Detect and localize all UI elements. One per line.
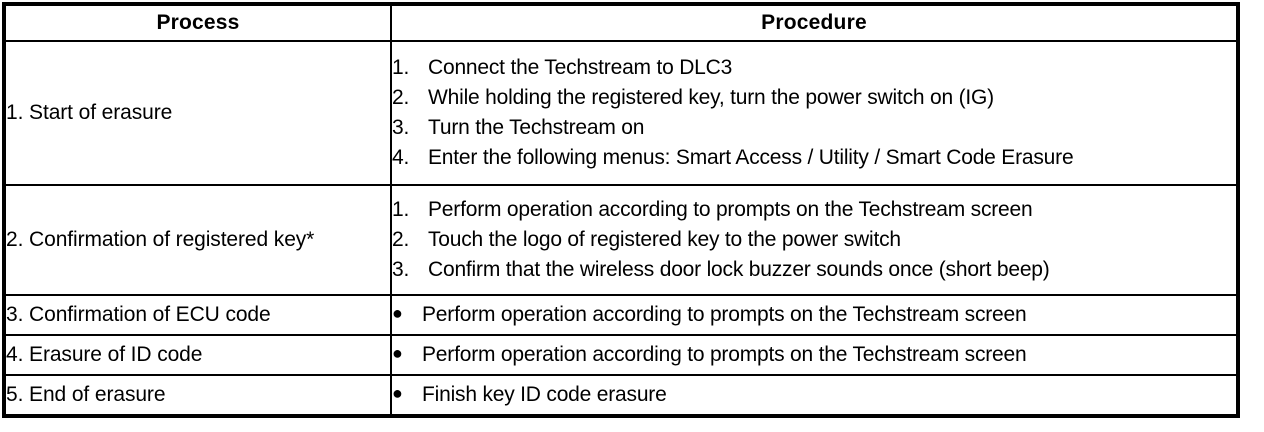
table-body: 1. Start of erasure 1. Connect the Techs…	[3, 40, 1239, 417]
process-cell: 1. Start of erasure	[3, 40, 392, 186]
step-text: Enter the following menus: Smart Access …	[428, 145, 1074, 169]
step-marker: 3.	[392, 257, 410, 281]
list-item: ● Perform operation according to prompts…	[392, 340, 1236, 370]
process-label: 3. Confirmation of ECU code	[6, 302, 271, 326]
procedure-cell: ● Perform operation according to prompts…	[390, 294, 1239, 336]
step-marker: 2.	[392, 228, 410, 252]
step-marker: 4.	[392, 145, 410, 169]
step-list: ● Finish key ID code erasure	[392, 380, 1236, 410]
process-cell: 3. Confirmation of ECU code	[3, 294, 392, 336]
procedure-cell: ● Finish key ID code erasure	[390, 374, 1239, 417]
list-item: 2. Touch the logo of registered key to t…	[392, 225, 1236, 255]
list-item: 1. Connect the Techstream to DLC3	[392, 53, 1236, 83]
list-item: 3. Turn the Techstream on	[392, 113, 1236, 143]
bullet-icon: ●	[392, 383, 403, 404]
bullet-icon: ●	[392, 343, 403, 364]
table-row: 3. Confirmation of ECU code ● Perform op…	[3, 294, 1239, 336]
table-row: 1. Start of erasure 1. Connect the Techs…	[3, 40, 1239, 186]
header-row: Process Procedure	[3, 3, 1239, 42]
list-item: ● Perform operation according to prompts…	[392, 300, 1236, 330]
procedure-cell: ● Perform operation according to prompts…	[390, 334, 1239, 376]
step-text: Perform operation according to prompts o…	[422, 303, 1027, 327]
table-header: Process Procedure	[3, 3, 1239, 42]
list-item: 4. Enter the following menus: Smart Acce…	[392, 143, 1236, 173]
table-row: 2. Confirmation of registered key* 1. Pe…	[3, 184, 1239, 296]
step-list: ● Perform operation according to prompts…	[392, 340, 1236, 370]
column-header-procedure-label: Procedure	[761, 11, 867, 34]
step-text: While holding the registered key, turn t…	[428, 86, 994, 110]
list-item: ● Finish key ID code erasure	[392, 380, 1236, 410]
column-header-process-label: Process	[156, 11, 240, 34]
process-label: 4. Erasure of ID code	[6, 342, 203, 366]
step-marker: 3.	[392, 116, 410, 139]
step-text: Connect the Techstream to DLC3	[428, 56, 733, 80]
procedure-cell: 1. Perform operation according to prompt…	[390, 184, 1239, 296]
step-list: 1. Perform operation according to prompt…	[392, 195, 1236, 284]
column-header-procedure: Procedure	[390, 3, 1239, 42]
list-item: 1. Perform operation according to prompt…	[392, 195, 1236, 225]
procedure-cell: 1. Connect the Techstream to DLC3 2. Whi…	[390, 40, 1239, 186]
process-label: 1. Start of erasure	[6, 100, 173, 124]
step-text: Confirm that the wireless door lock buzz…	[428, 257, 1050, 281]
step-text: Perform operation according to prompts o…	[428, 198, 1033, 222]
process-cell: 2. Confirmation of registered key*	[3, 184, 392, 296]
process-cell: 4. Erasure of ID code	[3, 334, 392, 376]
column-header-process: Process	[3, 3, 392, 42]
step-text: Touch the logo of registered key to the …	[428, 228, 901, 252]
step-marker: 1.	[392, 198, 410, 222]
step-text: Perform operation according to prompts o…	[422, 343, 1027, 367]
list-item: 2. While holding the registered key, tur…	[392, 83, 1236, 113]
table-row: 4. Erasure of ID code ● Perform operatio…	[3, 334, 1239, 376]
process-cell: 5. End of erasure	[3, 374, 392, 417]
bullet-icon: ●	[392, 303, 403, 324]
step-marker: 2.	[392, 86, 410, 110]
step-list: ● Perform operation according to prompts…	[392, 300, 1236, 330]
step-text: Turn the Techstream on	[428, 116, 645, 139]
process-label: 2. Confirmation of registered key*	[6, 227, 315, 251]
step-text: Finish key ID code erasure	[422, 383, 667, 407]
process-label: 5. End of erasure	[6, 382, 166, 406]
list-item: 3. Confirm that the wireless door lock b…	[392, 255, 1236, 285]
procedure-table: Process Procedure 1. Start of erasure 1.	[2, 2, 1240, 418]
table-row: 5. End of erasure ● Finish key ID code e…	[3, 374, 1239, 417]
step-marker: 1.	[392, 56, 410, 80]
step-list: 1. Connect the Techstream to DLC3 2. Whi…	[392, 53, 1236, 172]
